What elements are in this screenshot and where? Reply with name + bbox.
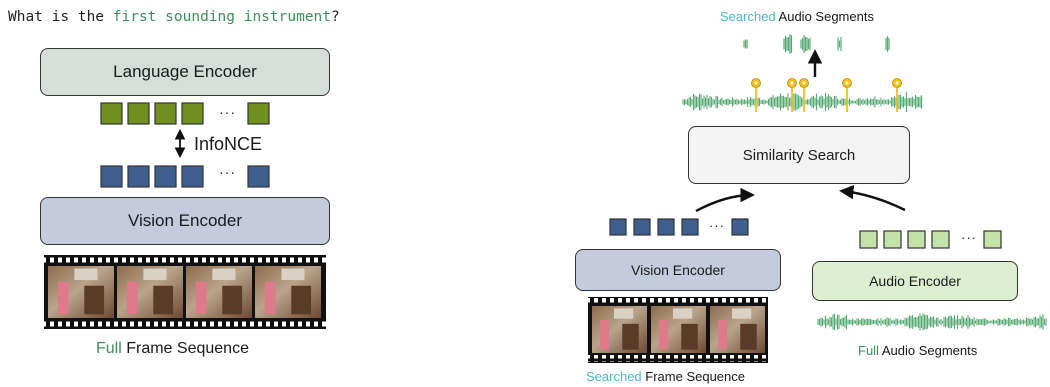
vision-token — [247, 165, 270, 188]
audio-token — [907, 230, 926, 249]
language-token — [100, 102, 123, 125]
pin-dot — [754, 81, 758, 85]
language-encoder-box: Language Encoder — [40, 48, 330, 96]
language-token — [181, 102, 204, 125]
vision-encoder-box-right: Vision Encoder — [575, 249, 781, 291]
child-figure — [195, 281, 207, 314]
full-frame-caption-rest: Frame Sequence — [121, 340, 249, 357]
wall-shape — [212, 268, 236, 281]
piano-shape — [84, 285, 105, 315]
film-strip-icon-right — [588, 297, 768, 363]
audio-encoder-label: Audio Encoder — [869, 273, 961, 289]
pin-dot — [790, 81, 794, 85]
vision-token — [681, 218, 699, 236]
audio-token-row — [859, 230, 1002, 249]
audio-token — [983, 230, 1002, 249]
curved-arrow-icon — [695, 184, 906, 213]
pin-dot — [895, 81, 899, 85]
searched-audio-caption-rest: Audio Segments — [775, 9, 874, 24]
child-figure — [126, 281, 138, 314]
vision-token — [657, 218, 675, 236]
question-prefix: What is the — [8, 9, 113, 25]
pin-dot — [845, 81, 849, 85]
vision-token — [154, 165, 177, 188]
child-figure — [264, 281, 276, 314]
waveform-icon-bottom — [817, 313, 1047, 331]
vision-token — [127, 165, 150, 188]
piano-shape — [681, 323, 698, 350]
ellipsis-language-tokens: ··· — [219, 104, 236, 120]
piano-shape — [740, 323, 757, 350]
child-figure — [57, 281, 69, 314]
vision-token-row-right — [609, 218, 749, 236]
film-strip-icon — [44, 255, 326, 329]
vision-token — [609, 218, 627, 236]
ellipsis-vision-tokens-right: ··· — [709, 218, 725, 233]
child-figure — [600, 320, 610, 350]
question-highlight: first sounding instrument — [112, 9, 332, 25]
ellipsis-vision-tokens-left: ··· — [219, 164, 236, 180]
piano-shape — [222, 285, 243, 315]
question-text: What is the first sounding instrument? — [8, 9, 340, 25]
infonce-label: InfoNCE — [194, 134, 263, 154]
wall-shape — [732, 308, 752, 319]
language-token — [127, 102, 150, 125]
piano-shape — [153, 285, 174, 315]
vision-encoder-label-left: Vision Encoder — [127, 211, 243, 230]
searched-segments-row — [743, 34, 890, 54]
child-figure — [659, 320, 669, 350]
full-audio-caption: Full Audio Segments — [858, 343, 977, 358]
full-frame-caption: Full Frame Sequence — [96, 340, 249, 358]
searched-frame-caption: Searched Frame Sequence — [586, 369, 745, 384]
waveform-icon — [682, 92, 923, 112]
language-token — [247, 102, 270, 125]
audio-token — [883, 230, 902, 249]
wall-shape — [143, 268, 167, 281]
wall-shape — [673, 308, 693, 319]
searched-audio-caption: Searched Audio Segments — [720, 9, 874, 24]
wall-shape — [614, 308, 634, 319]
vision-encoder-box-left: Vision Encoder — [40, 197, 330, 245]
language-token-row — [100, 102, 270, 125]
ellipsis-audio-tokens: ··· — [961, 230, 977, 245]
piano-shape — [291, 285, 312, 315]
searched-frame-caption-rest: Frame Sequence — [641, 369, 745, 384]
vision-token — [181, 165, 204, 188]
question-suffix: ? — [331, 9, 340, 25]
audio-encoder-box: Audio Encoder — [812, 261, 1018, 301]
audio-token — [931, 230, 950, 249]
searched-frame-caption-highlight: Searched — [586, 369, 642, 384]
vision-token — [633, 218, 651, 236]
full-audio-caption-highlight: Full — [858, 343, 879, 358]
similarity-search-label: Similarity Search — [742, 146, 856, 164]
location-pin-icon — [751, 78, 902, 112]
full-frame-caption-highlight: Full — [96, 340, 122, 357]
vision-encoder-label-right: Vision Encoder — [631, 262, 725, 278]
pin-dot — [802, 81, 806, 85]
child-figure — [718, 320, 728, 350]
language-token — [154, 102, 177, 125]
full-audio-caption-rest: Audio Segments — [878, 343, 978, 358]
searched-audio-caption-highlight: Searched — [720, 9, 776, 24]
vision-token — [731, 218, 749, 236]
piano-shape — [622, 323, 639, 350]
similarity-search-box: Similarity Search — [688, 126, 910, 184]
wall-shape — [74, 268, 98, 281]
wall-shape — [281, 268, 305, 281]
language-encoder-label: Language Encoder — [113, 62, 257, 81]
vision-token — [100, 165, 123, 188]
vision-token-row-left — [100, 165, 270, 188]
audio-token — [859, 230, 878, 249]
